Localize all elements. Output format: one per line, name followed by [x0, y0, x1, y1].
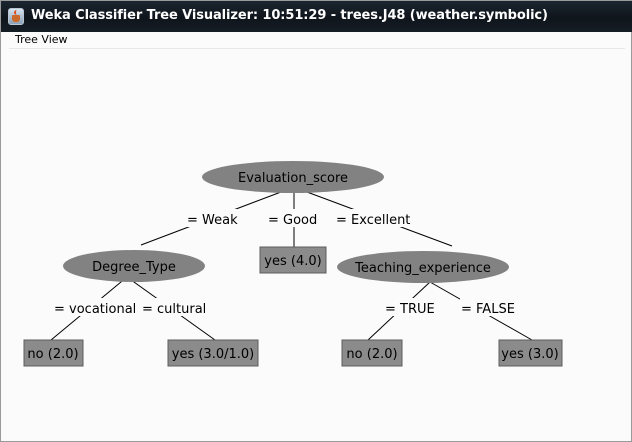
leaf-label-good: yes (4.0)	[264, 254, 321, 269]
tree-view-label: Tree View	[15, 33, 68, 46]
leaf-false[interactable]: yes (3.0)	[498, 339, 563, 367]
node-label-degree-type: Degree_Type	[92, 260, 176, 275]
node-label-evaluation-score: Evaluation_score	[238, 171, 348, 186]
edge-label-good: = Good	[268, 213, 317, 228]
edge-label-false: = FALSE	[461, 302, 515, 317]
title-bar[interactable]: Weka Classifier Tree Visualizer: 10:51:2…	[1, 1, 632, 32]
edge-label-vocational: = vocational	[54, 302, 136, 317]
edge-label-weak: = Weak	[187, 213, 238, 228]
edge-label-cultural: = cultural	[142, 302, 206, 317]
edge-label-true: = TRUE	[385, 302, 435, 317]
edge-label-excellent: = Excellent	[336, 213, 410, 228]
node-teaching-experience[interactable]: Teaching_experience	[337, 251, 509, 283]
leaf-label-cultural: yes (3.0/1.0)	[172, 347, 254, 362]
leaf-label-false: yes (3.0)	[501, 347, 558, 362]
leaf-label-vocational: no (2.0)	[27, 347, 78, 362]
leaf-good[interactable]: yes (4.0)	[259, 246, 327, 274]
leaf-vocational[interactable]: no (2.0)	[23, 339, 84, 367]
leaf-true[interactable]: no (2.0)	[341, 339, 403, 367]
leaf-cultural[interactable]: yes (3.0/1.0)	[167, 339, 259, 367]
node-label-teaching-experience: Teaching_experience	[354, 261, 491, 276]
node-degree-type[interactable]: Degree_Type	[63, 250, 205, 282]
tree-diagram[interactable]: = Weak = Good = Excellent = vocational =…	[9, 49, 625, 439]
leaf-label-true: no (2.0)	[346, 347, 397, 362]
tree-view-panel[interactable]: = Weak = Good = Excellent = vocational =…	[9, 48, 625, 439]
node-evaluation-score[interactable]: Evaluation_score	[202, 161, 384, 193]
java-app-icon[interactable]	[8, 8, 24, 25]
window-title: Weka Classifier Tree Visualizer: 10:51:2…	[31, 8, 548, 23]
